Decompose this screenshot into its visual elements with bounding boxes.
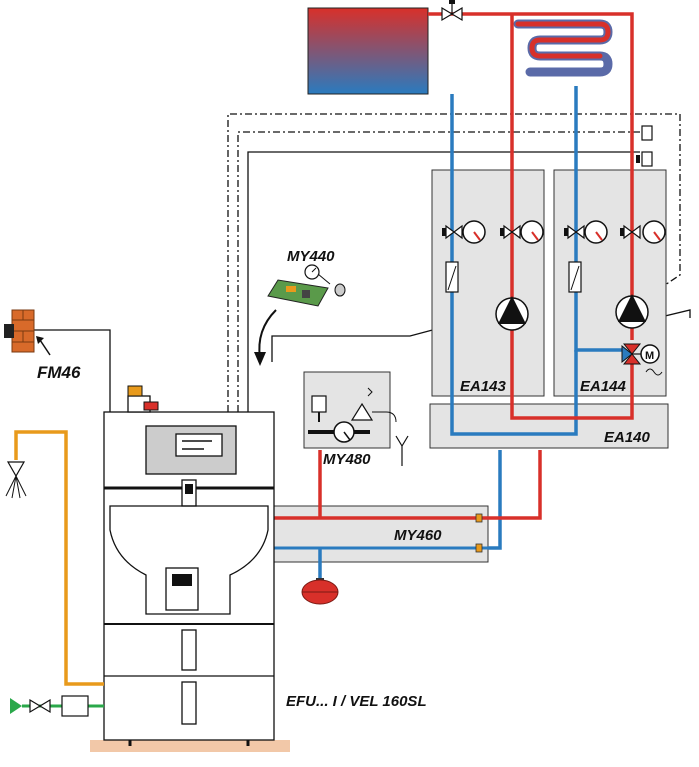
my460-fittings [475, 513, 483, 553]
air-vent-icon [127, 385, 143, 397]
display-screen [175, 433, 223, 457]
boiler-unit: EFU... I / VEL 160SL [90, 385, 427, 752]
motor-icon [640, 344, 660, 364]
sensor-body [4, 324, 14, 338]
module-ea140 [429, 403, 669, 449]
label-ea144: EA144 [580, 378, 627, 395]
controller-board-my440: MY440 [254, 248, 346, 366]
valve-return-ea143 [442, 224, 463, 240]
valve-supply-ea144 [620, 224, 641, 240]
expansion-vessel [301, 578, 339, 605]
label-ea140: EA140 [604, 429, 651, 446]
label-my440: MY440 [287, 248, 335, 265]
relief-valve-icon [350, 402, 374, 421]
radiator [307, 7, 429, 95]
label-my480: MY480 [323, 451, 371, 468]
valve-supply-ea143 [500, 224, 521, 240]
inlet-valve-icon [29, 698, 51, 714]
inlet-filter [61, 695, 89, 717]
ea143-valves [442, 220, 544, 331]
safety-group-my480 [308, 387, 409, 466]
label-ea143: EA143 [460, 378, 507, 395]
shower-head-icon [5, 461, 27, 499]
underfloor-coil [513, 19, 613, 77]
label-boiler: EFU... I / VEL 160SL [286, 693, 427, 710]
label-fm46: FM46 [37, 363, 81, 382]
radiator-valve [441, 0, 463, 22]
cold-water-inlet [10, 695, 104, 717]
valve-return-ea144 [564, 224, 585, 240]
return-pipes [272, 86, 622, 578]
mixing-valve [621, 343, 642, 365]
pointer-arrow [39, 339, 51, 356]
drain-funnel-icon [395, 435, 409, 466]
outdoor-sensor-fm46: FM46 [4, 309, 81, 382]
motor-label: M [645, 350, 654, 362]
curved-arrow [258, 309, 277, 359]
module-my460 [271, 505, 489, 563]
label-my460: MY460 [394, 527, 442, 544]
thermostat-icons [636, 125, 653, 167]
dhw-pipe [14, 430, 104, 686]
ea144-valves: M [564, 125, 666, 376]
